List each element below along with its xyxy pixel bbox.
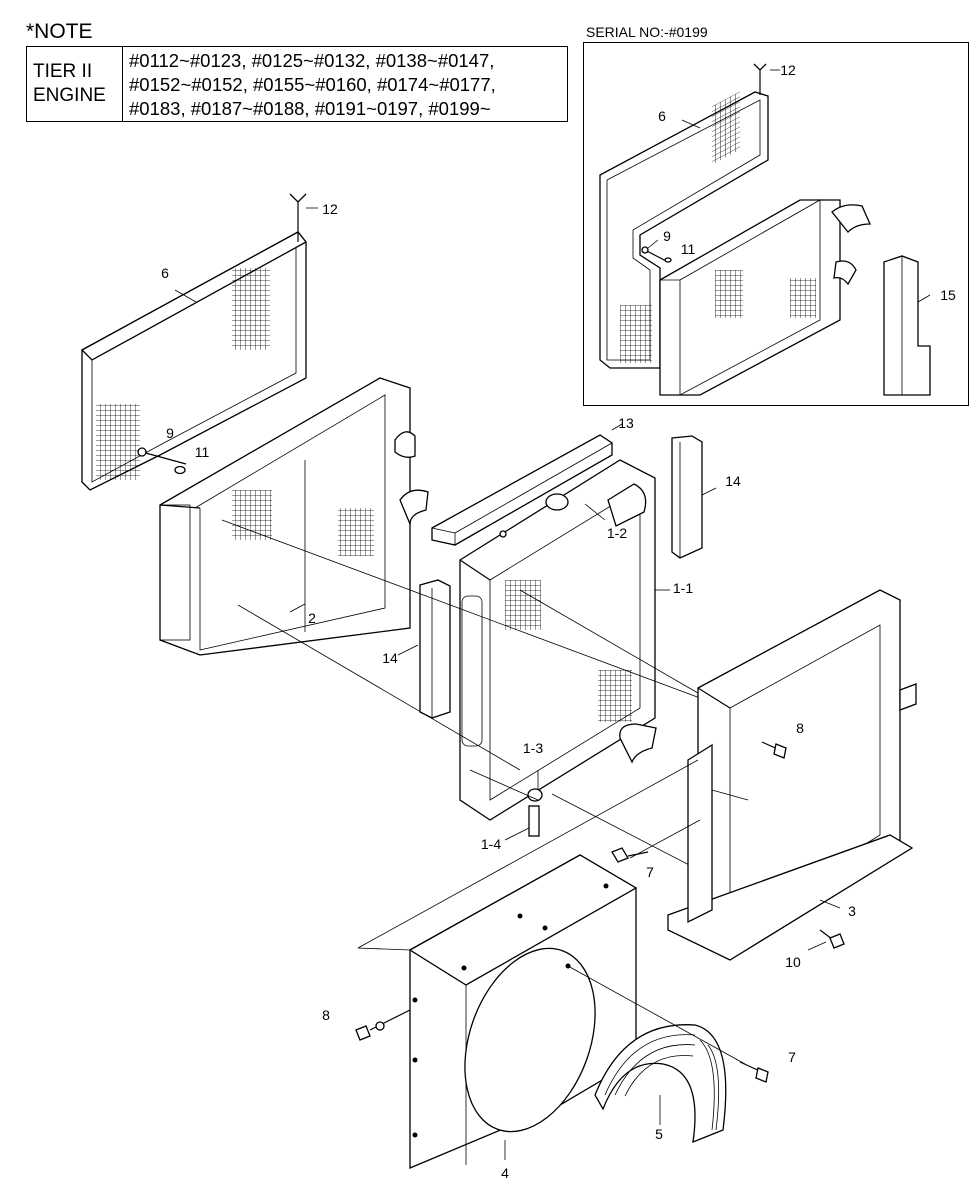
callout-4: 4 (501, 1165, 509, 1181)
strip-part-13 (431, 423, 623, 546)
callout-15: 15 (940, 287, 956, 303)
bolt-8a (761, 741, 787, 759)
drain-cock-1-3 (527, 770, 543, 802)
callout-1-3: 1-3 (522, 740, 544, 756)
callout-7-lower: 7 (788, 1049, 796, 1065)
note-table: TIER II ENGINE #0112~#0123, #0125~#0132,… (26, 46, 568, 122)
wing-bolt-12 (289, 193, 318, 242)
inset-washer-11-icon (664, 257, 672, 263)
note-title: *NOTE (26, 20, 93, 43)
callout-1-2: 1-2 (606, 525, 628, 541)
callout-9-inset: 9 (663, 228, 671, 244)
bolt-7a (611, 819, 701, 863)
inset-serial-label: SERIAL NO:-#0199 (586, 24, 708, 40)
callout-13: 13 (618, 415, 634, 431)
callout-14-lower: 14 (382, 650, 398, 666)
callout-3: 3 (848, 903, 856, 919)
inset-radiator-2 (659, 199, 872, 396)
callout-6: 6 (161, 265, 169, 281)
screen-part-6 (80, 231, 307, 491)
bolt-10 (807, 929, 845, 951)
callout-1-4: 1-4 (480, 836, 502, 852)
bolt-7b (567, 965, 769, 1083)
guard-part-5 (594, 1024, 727, 1144)
bolt-9 (137, 447, 187, 465)
serials-cell: #0112~#0123, #0125~#0132, #0138~#0147, #… (123, 47, 567, 121)
radiator-part-2 (159, 377, 429, 656)
callout-1-1: 1-1 (672, 580, 694, 596)
frame-part-3 (667, 589, 917, 961)
inset-bolt-9 (641, 246, 669, 263)
callout-14-upper: 14 (725, 473, 741, 489)
callout-8-upper: 8 (796, 720, 804, 736)
callout-7-upper: 7 (646, 864, 654, 880)
callout-9: 9 (166, 425, 174, 441)
inset-wing-bolt-12 (753, 63, 767, 95)
inset-frame (583, 42, 969, 406)
serials-line3: #0183, #0187~#0188, #0191~0197, #0199~ (129, 98, 491, 119)
serials-line1: #0112~#0123, #0125~#0132, #0138~#0147, (129, 50, 495, 71)
drain-hose-1-4 (504, 805, 540, 841)
washer-11-icon (174, 465, 186, 475)
engine-label-line1: TIER II (33, 61, 93, 82)
inset-pad-15 (883, 255, 931, 396)
callout-8-lower: 8 (322, 1007, 330, 1023)
pad-part-14a (671, 435, 717, 559)
inset-drawing (599, 63, 931, 396)
callout-6-inset: 6 (658, 108, 666, 124)
callout-11-inset: 11 (680, 241, 696, 257)
engine-label-cell: TIER II ENGINE (27, 47, 123, 121)
core-part-1-1 (459, 459, 657, 821)
shroud-part-4 (357, 759, 699, 1169)
callout-2: 2 (308, 610, 316, 626)
cap-1-2-icon (545, 493, 569, 511)
callout-10: 10 (785, 954, 801, 970)
callout-12: 12 (322, 201, 338, 217)
bolt-8b (355, 1009, 411, 1041)
inset-screen-6 (599, 91, 769, 369)
serials-line2: #0152~#0152, #0155~#0160, #0174~#0177, (129, 74, 496, 95)
callout-12-inset: 12 (780, 62, 796, 78)
callout-5: 5 (655, 1126, 663, 1142)
pad-part-14b (397, 579, 451, 719)
callout-11: 11 (194, 444, 210, 460)
engine-label-line2: ENGINE (33, 85, 106, 106)
